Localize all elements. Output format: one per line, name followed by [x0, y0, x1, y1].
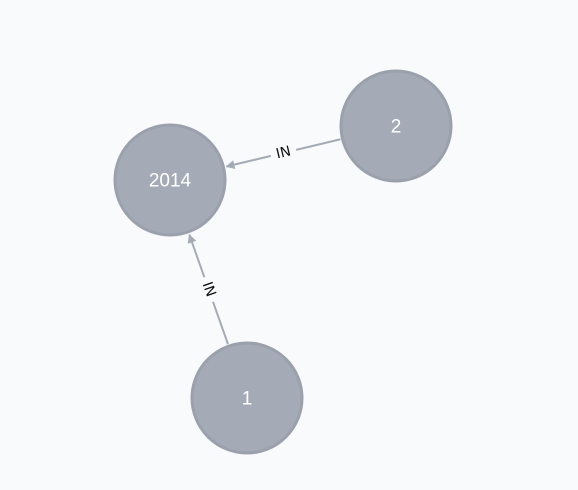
- node-label: 2014: [149, 171, 192, 192]
- node-circle[interactable]: [190, 341, 304, 455]
- edge-label-background: [196, 274, 221, 305]
- edges-layer: IN IN: [187, 138, 341, 345]
- edge-label: IN: [275, 143, 293, 162]
- edge-n2-to-n2014[interactable]: IN: [225, 138, 341, 170]
- edge-label: IN: [199, 280, 219, 299]
- node-circle[interactable]: [339, 69, 453, 183]
- node-n1[interactable]: 1: [190, 341, 304, 455]
- edge-n1-to-n2014[interactable]: IN: [187, 233, 229, 345]
- node-n2[interactable]: 2: [339, 69, 453, 183]
- node-label: 2: [391, 117, 402, 138]
- node-label: 1: [242, 389, 253, 410]
- edge-label-background: [268, 142, 298, 164]
- node-n2014[interactable]: 2014: [113, 123, 227, 237]
- nodes-layer: 2014 2 1: [113, 69, 453, 455]
- node-circle[interactable]: [113, 123, 227, 237]
